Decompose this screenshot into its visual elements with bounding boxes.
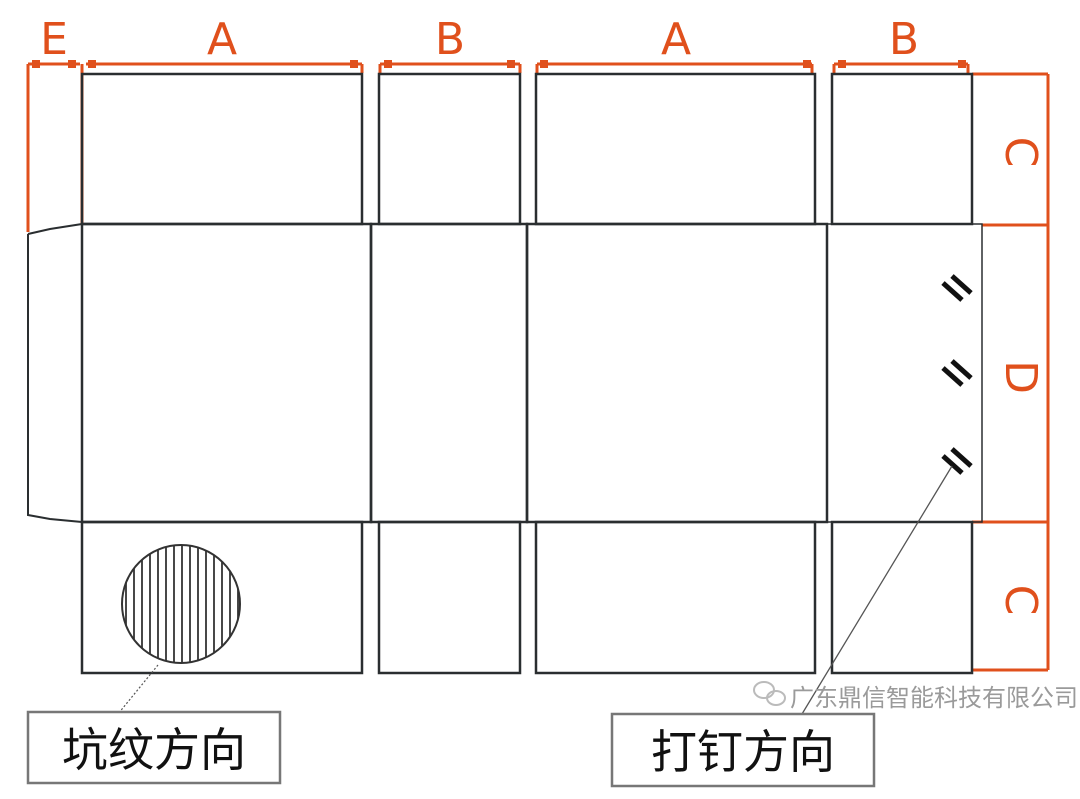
flute-direction-circle — [121, 544, 241, 664]
dimension-label-a: A — [207, 14, 237, 65]
dimension-label-c: C — [995, 137, 1046, 168]
wechat-icon — [753, 681, 786, 706]
leader-line — [117, 664, 159, 715]
stapling-direction-label: 打钉方向 — [651, 725, 835, 779]
flute-direction-label-box — [26, 710, 282, 785]
watermark-text: 广东鼎信智能科技有限公司 — [790, 684, 1078, 712]
flute-direction-label: 坑纹方向 — [62, 723, 246, 777]
leader-line — [801, 465, 953, 715]
dimension-label-a: A — [661, 14, 691, 65]
stapling-direction-label-box — [610, 712, 876, 788]
dimension-label-d: D — [995, 360, 1046, 394]
box-panels — [27, 72, 983, 675]
dimension-label-c: C — [995, 585, 1046, 616]
staple-marks — [941, 274, 973, 475]
dimension-label-b: B — [889, 14, 919, 65]
dimension-label-b: B — [435, 14, 465, 65]
dimension-label-e: E — [40, 14, 68, 65]
